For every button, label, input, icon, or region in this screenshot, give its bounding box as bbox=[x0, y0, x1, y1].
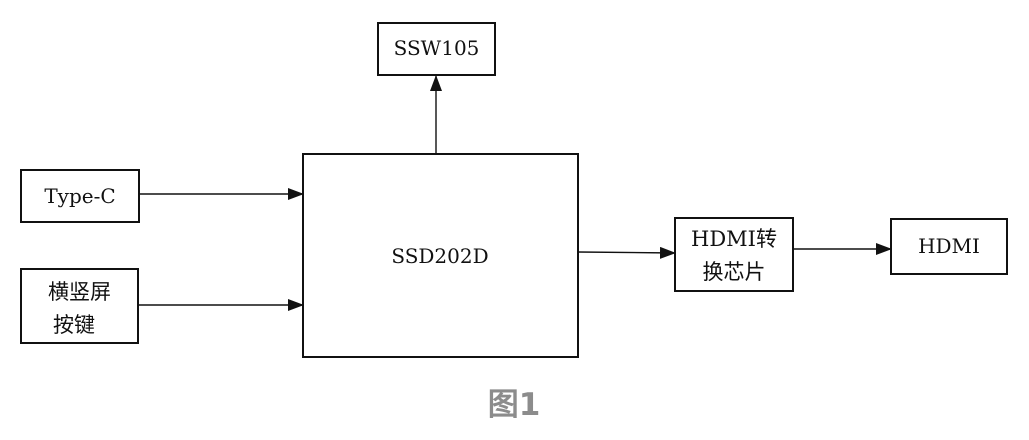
node-orientation-key-label-line2: 按键 bbox=[53, 313, 95, 337]
edge-ssd202d-to-hdmi-converter bbox=[577, 246, 676, 259]
node-orientation-key: 横竖屏 按键 bbox=[20, 268, 139, 344]
figure-caption: 图1 bbox=[488, 387, 541, 423]
node-ssd202d: SSD202D bbox=[302, 153, 579, 358]
node-hdmi-converter-label-line2: 换芯片 bbox=[703, 260, 766, 284]
node-typec-label: Type-C bbox=[44, 184, 115, 208]
node-hdmi-converter-label-line1: HDMI转 bbox=[691, 227, 777, 251]
node-hdmi-converter: HDMI转 换芯片 bbox=[674, 217, 794, 292]
node-typec: Type-C bbox=[20, 169, 140, 223]
node-hdmi-label: HDMI bbox=[918, 234, 980, 258]
node-orientation-key-label-line1: 横竖屏 bbox=[48, 280, 111, 304]
node-hdmi: HDMI bbox=[890, 218, 1008, 275]
node-ssd202d-label: SSD202D bbox=[391, 244, 488, 268]
node-ssw105: SSW105 bbox=[377, 22, 496, 76]
node-ssw105-label: SSW105 bbox=[394, 36, 480, 60]
